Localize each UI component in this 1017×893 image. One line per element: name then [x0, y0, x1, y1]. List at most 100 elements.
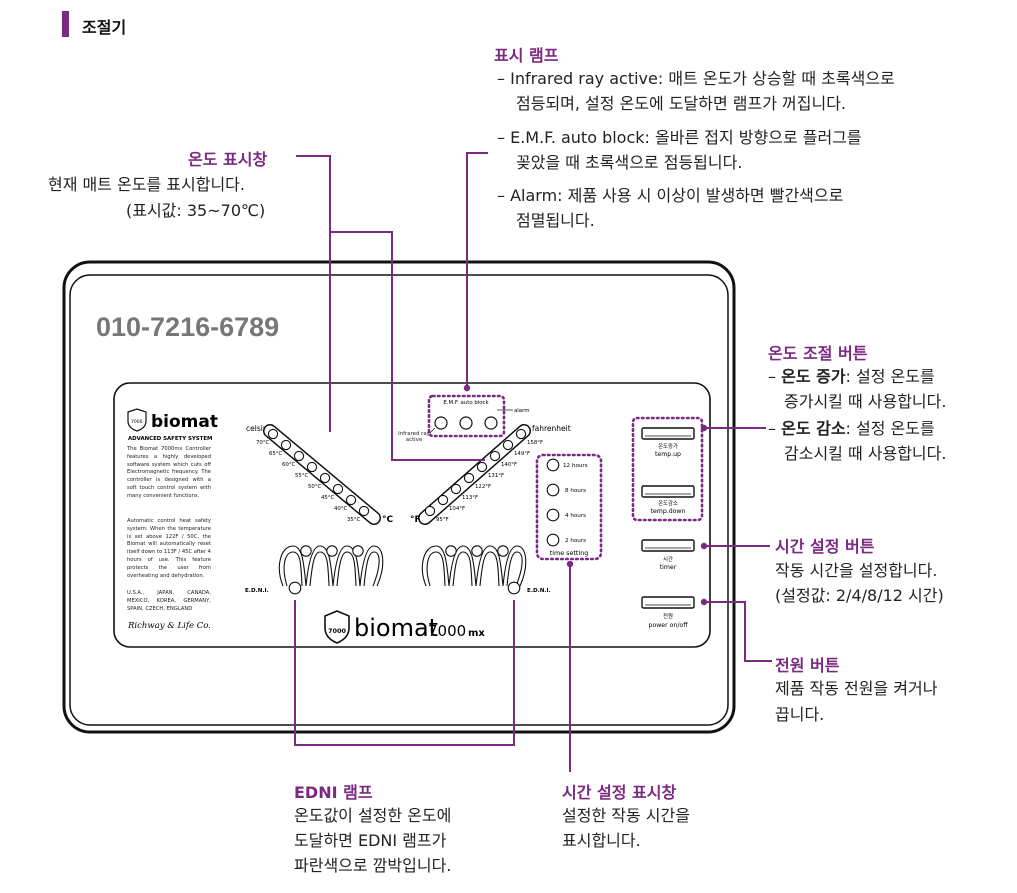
indicator-item-alarm-desc: 점멸됩니다.: [516, 211, 595, 230]
time-setting-label: time setting: [550, 549, 589, 557]
temp-down-desc-2: 감소시킬 때 사용합니다.: [784, 444, 947, 463]
indicator-lamps-box: [427, 394, 506, 438]
tick-95f: 95°F: [436, 517, 449, 523]
tick-131f: 131°F: [488, 473, 504, 479]
temp-display-desc: 현재 매트 온도를 표시합니다.: [48, 175, 245, 194]
edni-left-leds: [288, 545, 364, 595]
subtitle: ADVANCED SAFETY SYSTEM: [128, 436, 212, 442]
led-149f: [502, 439, 514, 451]
temp-up-en: temp.up: [655, 451, 681, 458]
lamp-alarm: [484, 416, 498, 430]
led-122f: [463, 472, 475, 484]
tick-140f: 140°F: [501, 462, 517, 468]
shield-badge-bottom: 7000: [328, 627, 347, 635]
led-95f: [424, 505, 436, 517]
power-button-desc: 제품 작동 전원을 켜거나: [775, 679, 938, 698]
brand-logo-left: 7000 biomat: [127, 408, 218, 432]
indicator-item-emf: – E.M.F. auto block: 올바른 접지 방향으로 플러그를: [497, 128, 862, 147]
control-panel: [113, 382, 711, 648]
celsius-display: celsius 70°C 65°C 60°C 55°C 50°C 45°C 40…: [246, 424, 394, 525]
fahrenheit-leds: [424, 428, 527, 517]
power-button[interactable]: 전원 power on/off: [641, 596, 695, 629]
label-8-hours: 8 hours: [565, 488, 586, 494]
led-140f: [489, 450, 501, 462]
callout-lines: [294, 152, 772, 772]
temp-display-heading: 온도 표시창: [188, 150, 268, 169]
edni-left-led-2: [326, 545, 338, 557]
lamp-emf: [459, 416, 473, 430]
celsius-unit: °C: [382, 515, 394, 525]
temp-down-button[interactable]: 온도감소 temp.down: [641, 485, 695, 515]
temp-buttons-box: [631, 416, 704, 522]
timer-button-desc: 작동 시간을 설정합니다.: [775, 561, 938, 580]
tick-122f: 122°F: [475, 484, 491, 490]
hour-leds: [546, 458, 560, 547]
power-button-heading: 전원 버튼: [775, 656, 840, 675]
led-50c: [319, 472, 331, 484]
label-4-hours: 4 hours: [565, 513, 586, 519]
alarm-label: alarm: [514, 408, 529, 414]
shield-icon-bottom: [324, 610, 350, 644]
temp-up-button[interactable]: 온도증가 temp.up: [641, 427, 695, 458]
fahrenheit-display: fahrenheit 158°F 149°F 140°F 131°F 122°F…: [410, 424, 571, 525]
led-113f: [450, 483, 462, 495]
brand-name-bottom: biomat: [354, 614, 438, 642]
temp-up-desc: – 온도 증가: 설정 온도를: [768, 367, 935, 386]
led-104f: [437, 494, 449, 506]
tick-65c: 65°C: [269, 451, 283, 457]
tick-70c: 70°C: [256, 440, 270, 446]
edni-left: [278, 545, 384, 587]
indicator-item-alarm: – Alarm: 제품 사용 시 이상이 발생하면 빨간색으로: [497, 186, 844, 205]
tick-45c: 45°C: [321, 495, 335, 501]
shield-badge-text: 7000: [131, 419, 143, 425]
led-12-hours: [546, 458, 560, 472]
timer-button-heading: 시간 설정 버튼: [775, 537, 875, 556]
countries-list: U.S.A., JAPAN, CANADA, MEXICO, KOREA, GE…: [127, 590, 211, 612]
edni-left-led-3: [352, 545, 364, 557]
edni-lamp-desc-1: 온도값이 설정한 온도에: [294, 806, 452, 825]
label-12-hours: 12 hours: [563, 463, 588, 469]
edni-right: [421, 545, 527, 587]
temp-buttons-heading: 온도 조절 버튼: [768, 344, 868, 363]
temp-up-desc-2: 증가시킬 때 사용합니다.: [784, 392, 947, 411]
indicator-item-infrared-desc: 점등되며, 설정 온도에 도달하면 램프가 꺼집니다.: [516, 94, 847, 113]
edni-left-label: E.D.N.I.: [245, 588, 269, 594]
section-marker: [62, 11, 69, 37]
fahrenheit-label: fahrenheit: [532, 424, 571, 433]
infrared-label: Infrared ray active: [398, 431, 430, 443]
time-setting-box: [535, 453, 603, 561]
temp-up-kr: 온도증가: [658, 442, 678, 450]
timer-kr: 시간: [663, 556, 673, 563]
tick-158f: 158°F: [527, 440, 543, 446]
description-paragraph-2: Automatic control heat safety system: Wh…: [127, 518, 211, 579]
tick-60c: 60°C: [282, 462, 296, 468]
led-131f: [476, 461, 488, 473]
timer-button[interactable]: 시간 timer: [641, 539, 695, 571]
edni-lamp-heading: EDNI 램프: [294, 783, 373, 802]
fahrenheit-unit: °F: [410, 515, 421, 525]
power-en: power on/off: [649, 622, 689, 629]
temp-down-en: temp.down: [651, 508, 686, 515]
infrared-label-box: Infrared ray active: [398, 431, 430, 443]
led-35c: [358, 505, 370, 517]
label-2-hours: 2 hours: [565, 538, 586, 544]
model-number: 7000: [428, 622, 466, 640]
time-display-desc-1: 설정한 작동 시간을: [562, 806, 690, 825]
power-kr: 전원: [663, 612, 673, 620]
model-suffix: mx: [468, 628, 485, 639]
phone-number: 010-7216-6789: [96, 312, 279, 342]
led-65c: [280, 439, 292, 451]
edni-right-main-lamp: [507, 581, 521, 595]
led-60c: [293, 450, 305, 462]
section-title: 조절기: [82, 18, 127, 37]
tick-104f: 104°F: [449, 506, 465, 512]
company-name: Richway & Life Co.: [127, 621, 211, 631]
power-button-desc-2: 끕니다.: [775, 705, 825, 724]
edni-left-led-1: [300, 545, 312, 557]
led-45c: [332, 483, 344, 495]
edni-right-led-3: [497, 545, 509, 557]
description-paragraph-1: The Biomat 7000mx Controller features a …: [127, 446, 211, 499]
led-8-hours: [546, 483, 560, 497]
temp-down-kr: 온도감소: [658, 500, 678, 507]
